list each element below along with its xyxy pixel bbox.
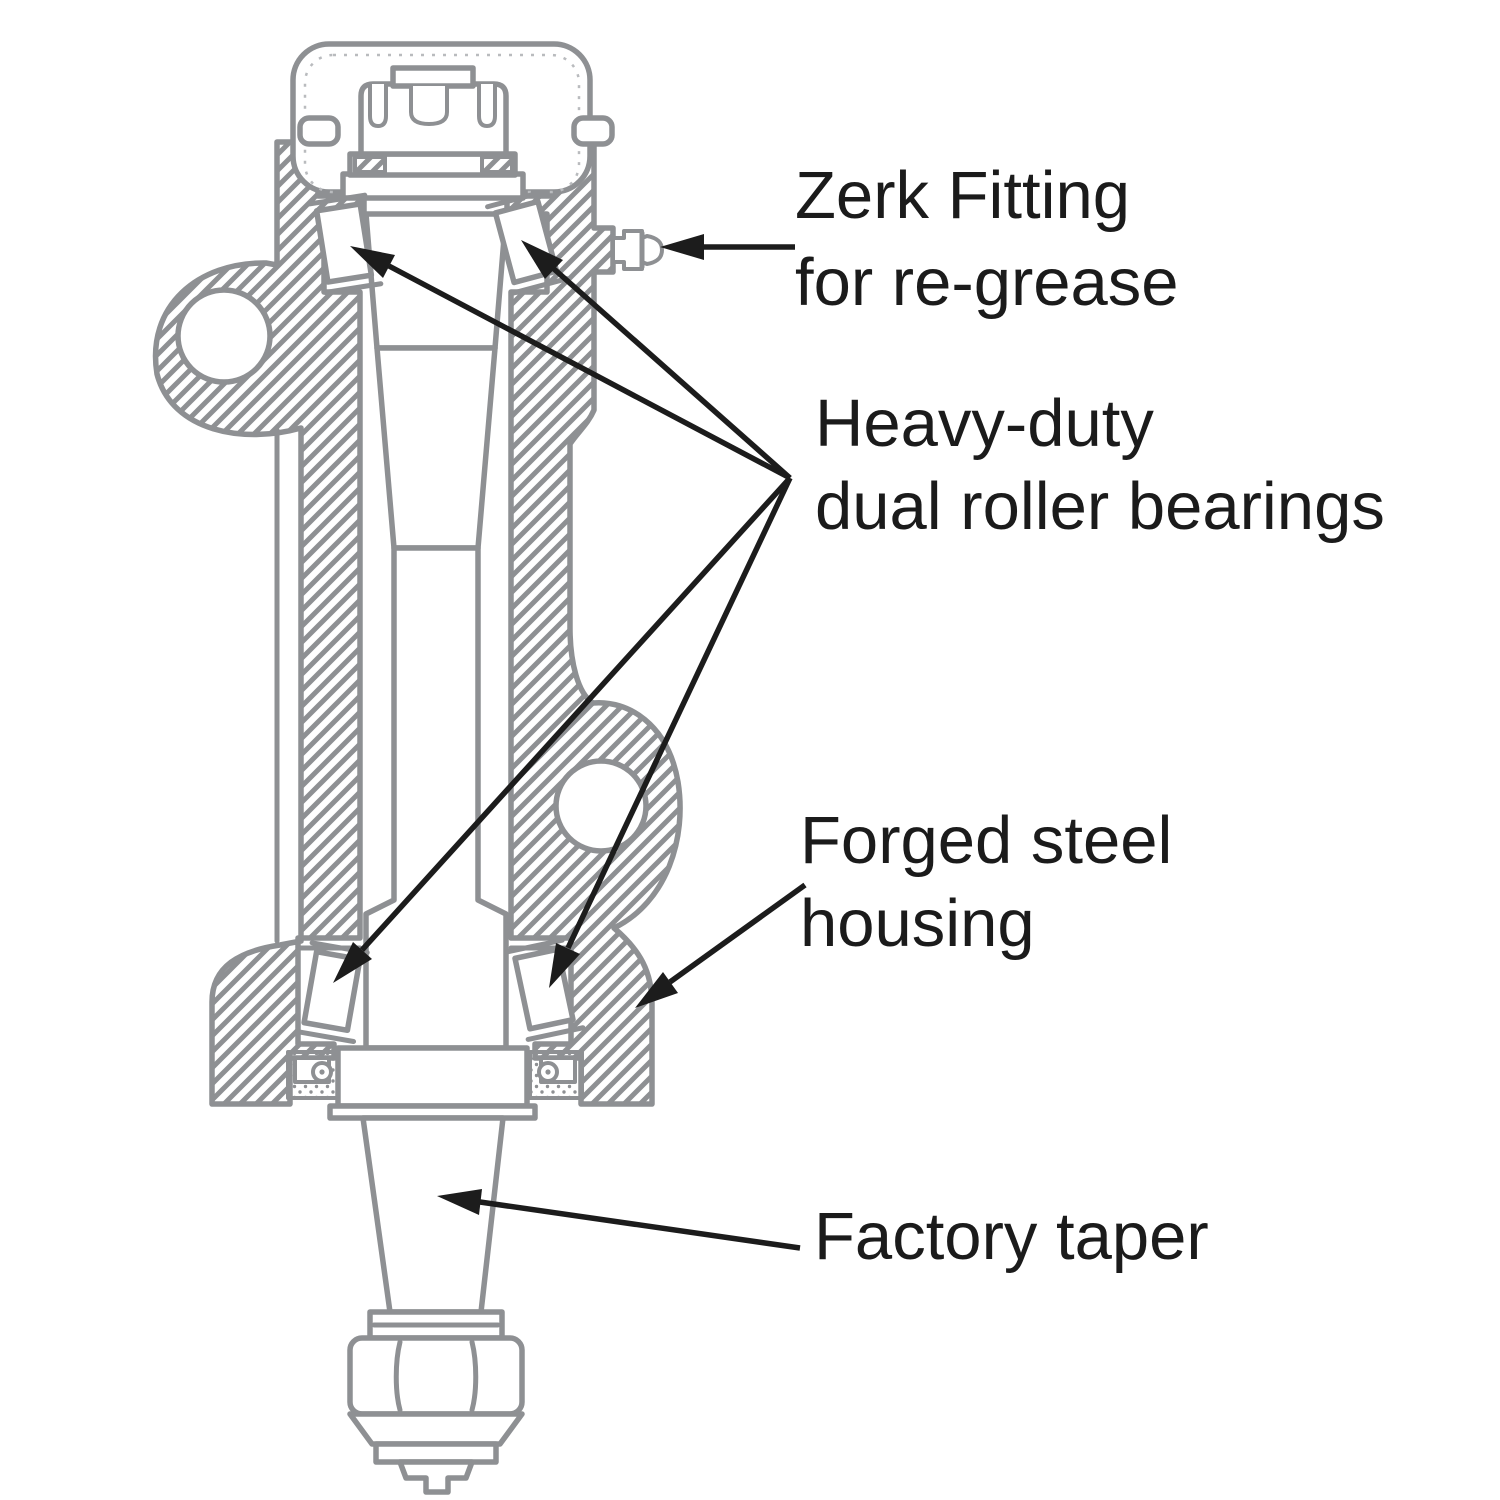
upper-left-bearing: [306, 192, 384, 296]
kingpin-taper-neck: [374, 345, 498, 551]
leader-line-bearing-upper-right: [552, 266, 792, 481]
washer-pad-right: [480, 155, 514, 174]
housing-right-section: [504, 139, 683, 1107]
kingpin-shaft: [363, 211, 509, 1051]
leader-line-bearing-upper-left: [387, 263, 792, 481]
bearing-race-line: [295, 1029, 357, 1045]
axle-nut-facet-left: [393, 1339, 403, 1413]
leader-line-bearing-lower-left: [359, 476, 793, 952]
seal-lip-center: [545, 1069, 551, 1075]
cap-rim-right: [571, 115, 615, 147]
castle-nut-slot-right: [477, 84, 497, 128]
arrowhead-bearing-lower-right: [549, 943, 580, 988]
housing-left-section: [152, 139, 367, 1107]
forged-steel-housing: [152, 139, 683, 1107]
annotation-labels: Zerk Fitting for re-grease Heavy-duty du…: [795, 158, 1385, 1274]
label-housing-line2: housing: [800, 886, 1035, 961]
roller-element: [313, 201, 375, 285]
arrowhead-bearing-upper-left: [350, 246, 395, 278]
axle-nut-body: [347, 1335, 525, 1417]
annotation-arrows: [333, 234, 807, 1251]
arrowhead-taper: [437, 1189, 482, 1215]
leader-line-housing: [668, 882, 807, 985]
cotter-stub: [397, 1459, 475, 1495]
zerk-fitting: [611, 229, 664, 271]
grease-seal-right: [528, 1050, 584, 1100]
bearing-race-line: [525, 1025, 586, 1042]
arrowhead-bearing-upper-right: [521, 240, 563, 279]
label-zerk-line2: for re-grease: [795, 245, 1179, 320]
leader-line-taper: [479, 1199, 801, 1251]
spindle-nut-stack: [340, 65, 526, 201]
zerk-fitting-body: [611, 229, 664, 271]
bearing-race-line: [504, 937, 565, 955]
arrowhead-zerk: [660, 234, 704, 260]
label-housing-line1: Forged steel: [800, 803, 1172, 878]
axle-nut-chamfer: [347, 1411, 525, 1447]
bearing-race-line: [306, 192, 368, 207]
seal-lip-center: [319, 1069, 325, 1075]
leader-line-bearing-lower-right: [565, 476, 793, 950]
label-bearings-line2: dual roller bearings: [815, 469, 1385, 544]
spacer-collar: [335, 1045, 530, 1109]
taper-and-nut-assembly: [327, 1045, 538, 1495]
upper-lug-hole: [175, 287, 273, 385]
arrowhead-bearing-lower-left: [333, 942, 372, 983]
cotter-pin-loop: [409, 86, 449, 126]
kingpin-lower-shaft: [363, 545, 509, 1051]
washer-pad-left: [353, 155, 387, 174]
cotter-pin-plate: [390, 65, 476, 89]
label-zerk-line1: Zerk Fitting: [795, 158, 1130, 233]
bearing-race-line: [485, 189, 545, 210]
bearing-race-line: [510, 276, 570, 296]
grease-seal-left: [286, 1050, 342, 1100]
arrowhead-housing: [635, 972, 678, 1008]
castle-nut-slot-left: [368, 84, 388, 128]
label-taper-line1: Factory taper: [814, 1199, 1209, 1274]
axle-nut-facet-right: [469, 1339, 479, 1413]
bearing-race-line: [323, 281, 384, 296]
kingpin-upper-block: [363, 211, 509, 351]
label-bearings-line1: Heavy-duty: [815, 386, 1154, 461]
factory-taper-shaft: [360, 1115, 506, 1315]
cap-rim-left: [297, 115, 341, 147]
